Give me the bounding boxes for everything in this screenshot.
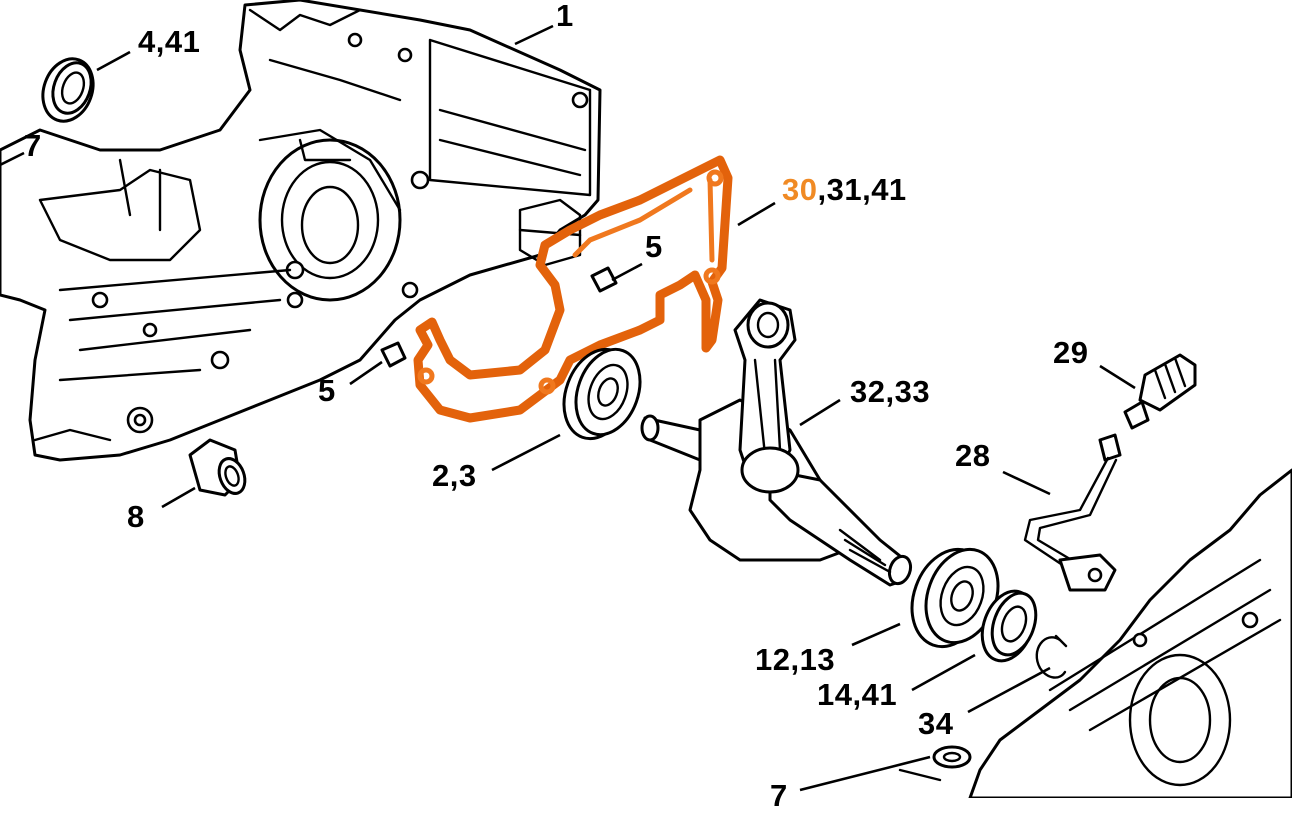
crankcase-left — [0, 0, 602, 462]
callout-7-bottom: 7 — [770, 778, 788, 813]
ball-bearing-right — [910, 547, 1000, 649]
callout-30-31-41: 30,31,41 — [782, 174, 907, 205]
callout-12-13: 12,13 — [755, 642, 836, 677]
callout-32-33: 32,33 — [850, 374, 931, 409]
washer-bottom — [932, 745, 972, 769]
sleeve-left — [380, 341, 407, 368]
crankcase-right — [898, 468, 1292, 798]
callout-29: 29 — [1053, 335, 1089, 370]
oil-seal-top — [41, 57, 95, 123]
callout-2-3: 2,3 — [432, 458, 477, 493]
ball-bearing-left — [562, 347, 642, 441]
callout-14-41: 14,41 — [817, 677, 898, 712]
plug-part — [188, 438, 247, 497]
callout-34: 34 — [918, 706, 954, 741]
callout-31-41: ,31,41 — [817, 172, 907, 207]
oil-pickup-tube — [1023, 433, 1122, 592]
gasket-highlighted — [413, 155, 733, 423]
callout-30-highlight: 30 — [782, 172, 818, 207]
callout-28: 28 — [955, 438, 991, 473]
callout-1: 1 — [556, 0, 574, 33]
leader-lines — [0, 24, 1136, 792]
oil-pump-bolt — [1123, 353, 1197, 430]
callout-4-41: 4,41 — [138, 24, 201, 59]
oil-seal-right — [980, 589, 1038, 663]
callout-7-top: 7 — [24, 128, 42, 163]
callout-5-left: 5 — [318, 373, 336, 408]
sleeve-right — [590, 266, 618, 293]
crankshaft — [640, 298, 913, 587]
callout-5-right: 5 — [645, 229, 663, 264]
callout-8: 8 — [127, 499, 145, 534]
circlip — [1035, 634, 1068, 679]
